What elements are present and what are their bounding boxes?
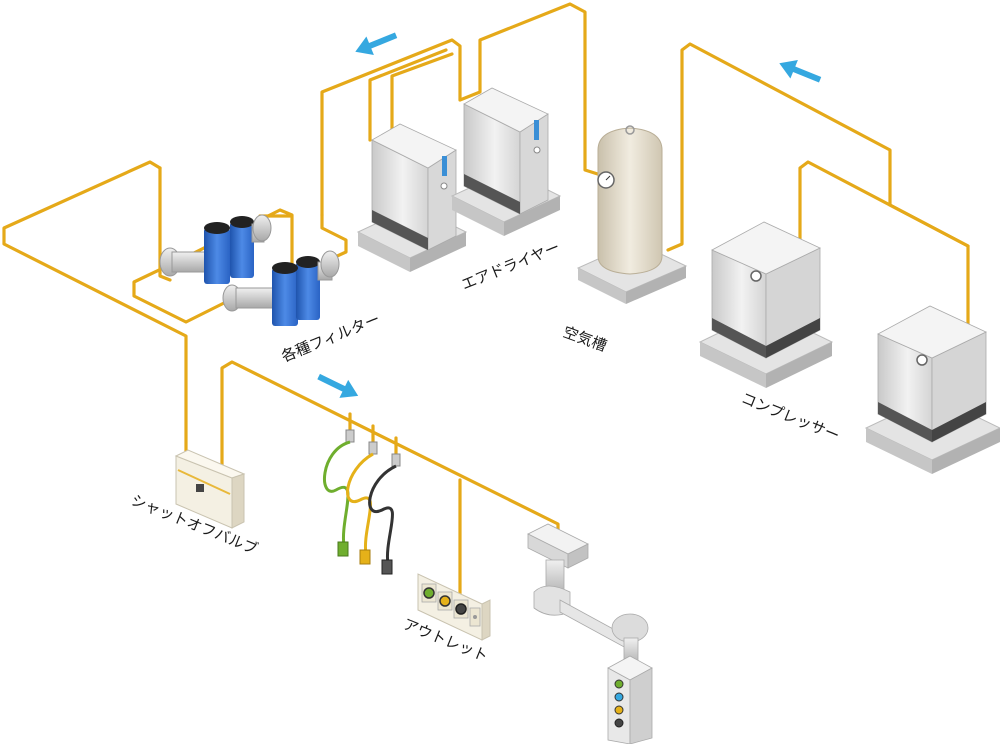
hose-black <box>368 453 401 575</box>
pipe-filter-loop <box>2 160 348 462</box>
ceiling-pendant <box>527 523 653 744</box>
pipe-filter-upper <box>158 166 172 282</box>
pipe-distribution <box>220 360 560 544</box>
label-air-dryer: エアドライヤー <box>459 238 563 294</box>
pipe-dryer1-inlet <box>368 48 448 142</box>
filter-group <box>159 214 340 326</box>
pendant-port-2 <box>614 692 624 702</box>
outlet-panel <box>417 573 491 641</box>
outlet-port-green <box>421 583 437 603</box>
label-compressor: コンプレッサー <box>739 389 843 445</box>
air-dryer-1 <box>356 123 468 272</box>
arrow-icon <box>779 59 822 83</box>
arrow-icon <box>317 373 359 398</box>
pendant-port-1 <box>614 679 624 689</box>
pressure-gauge-icon <box>597 171 615 189</box>
outlet-port-blank <box>469 607 481 627</box>
air-dryer-2 <box>450 87 562 236</box>
pipe-compressor-header <box>888 203 970 248</box>
hose-green <box>323 429 355 557</box>
outlet-port-yellow <box>437 591 453 611</box>
hoses <box>323 429 401 575</box>
compressor-2 <box>864 305 1000 474</box>
pendant-port-3 <box>614 705 624 715</box>
compressor-1 <box>698 221 834 388</box>
pipe-dryer1-top <box>390 52 454 134</box>
pendant-port-4 <box>614 718 624 728</box>
pipe-tank-to-compressor <box>666 42 892 252</box>
filter-assembly-upper <box>159 214 272 284</box>
pipe-dryer-to-tank <box>320 2 606 217</box>
shutoff-valve-box <box>174 449 246 529</box>
hose-yellow <box>346 441 378 565</box>
filter-assembly-lower <box>222 250 340 326</box>
air-tank <box>576 125 688 304</box>
label-air-tank: 空気槽 <box>561 323 609 355</box>
flow-arrows <box>317 32 822 398</box>
outlet-port-black <box>453 599 469 619</box>
arrow-icon <box>355 32 398 56</box>
